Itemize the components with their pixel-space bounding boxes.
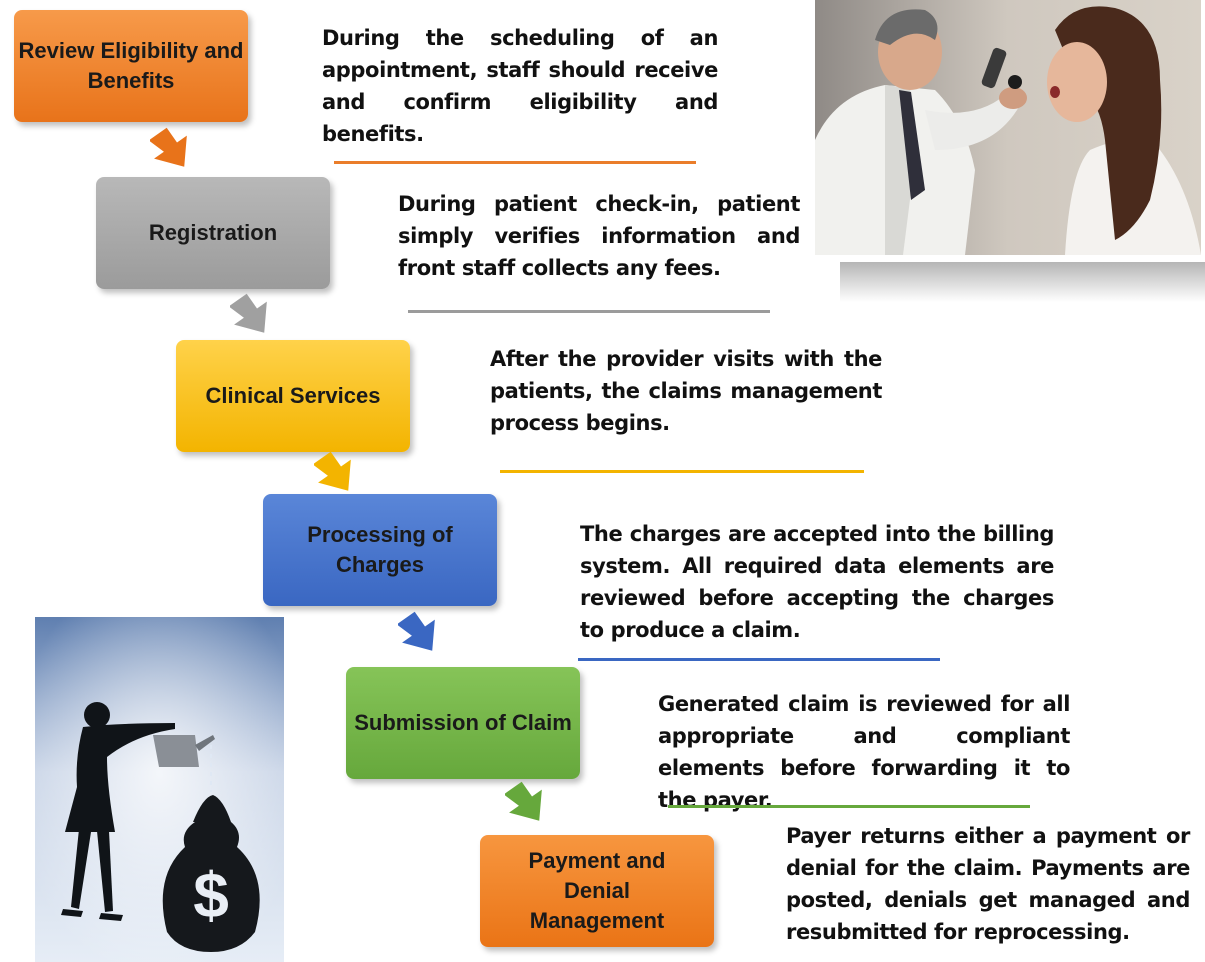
step-registration: Registration	[96, 177, 330, 289]
step-clinical-services: Clinical Services	[176, 340, 410, 452]
arrow-3-icon	[314, 451, 351, 491]
step-processing-charges: Processing of Charges	[263, 494, 497, 606]
description-registration: During patient check-in, patient simply …	[398, 192, 800, 280]
divider-blue	[578, 658, 940, 661]
step-submission-claim: Submission of Claim	[346, 667, 580, 779]
description-review: During the scheduling of an appointment,…	[322, 26, 718, 146]
step-label: Review Eligibility and Benefits	[18, 38, 244, 93]
arrow-1-icon	[150, 127, 187, 167]
arrow-2-icon	[230, 293, 267, 333]
photo-shadow	[840, 262, 1205, 302]
watering-money-photo: $	[35, 617, 284, 962]
description-clinical: After the provider visits with the patie…	[490, 347, 882, 435]
description-processing: The charges are accepted into the billin…	[580, 522, 1054, 642]
divider-gray	[408, 310, 770, 313]
step-label: Registration	[148, 220, 278, 246]
doctor-patient-photo	[815, 0, 1201, 255]
step-label: Processing of Charges	[307, 522, 453, 577]
step-label: Submission of Claim	[354, 710, 572, 736]
dollar-sign-icon: $	[193, 859, 229, 931]
step-label: Payment and Denial Management	[528, 848, 666, 933]
step-payment-denial: Payment and Denial Management	[480, 835, 714, 947]
arrow-4-icon	[398, 611, 435, 651]
description-payment: Payer returns either a payment or denial…	[786, 824, 1190, 944]
step-label: Clinical Services	[205, 383, 381, 409]
divider-yellow	[500, 470, 864, 473]
step-review-eligibility: Review Eligibility and Benefits	[14, 10, 248, 122]
description-submission: Generated claim is reviewed for all appr…	[658, 692, 1070, 812]
arrow-5-icon	[505, 781, 542, 821]
divider-green	[668, 805, 1030, 808]
divider-orange	[334, 161, 696, 164]
